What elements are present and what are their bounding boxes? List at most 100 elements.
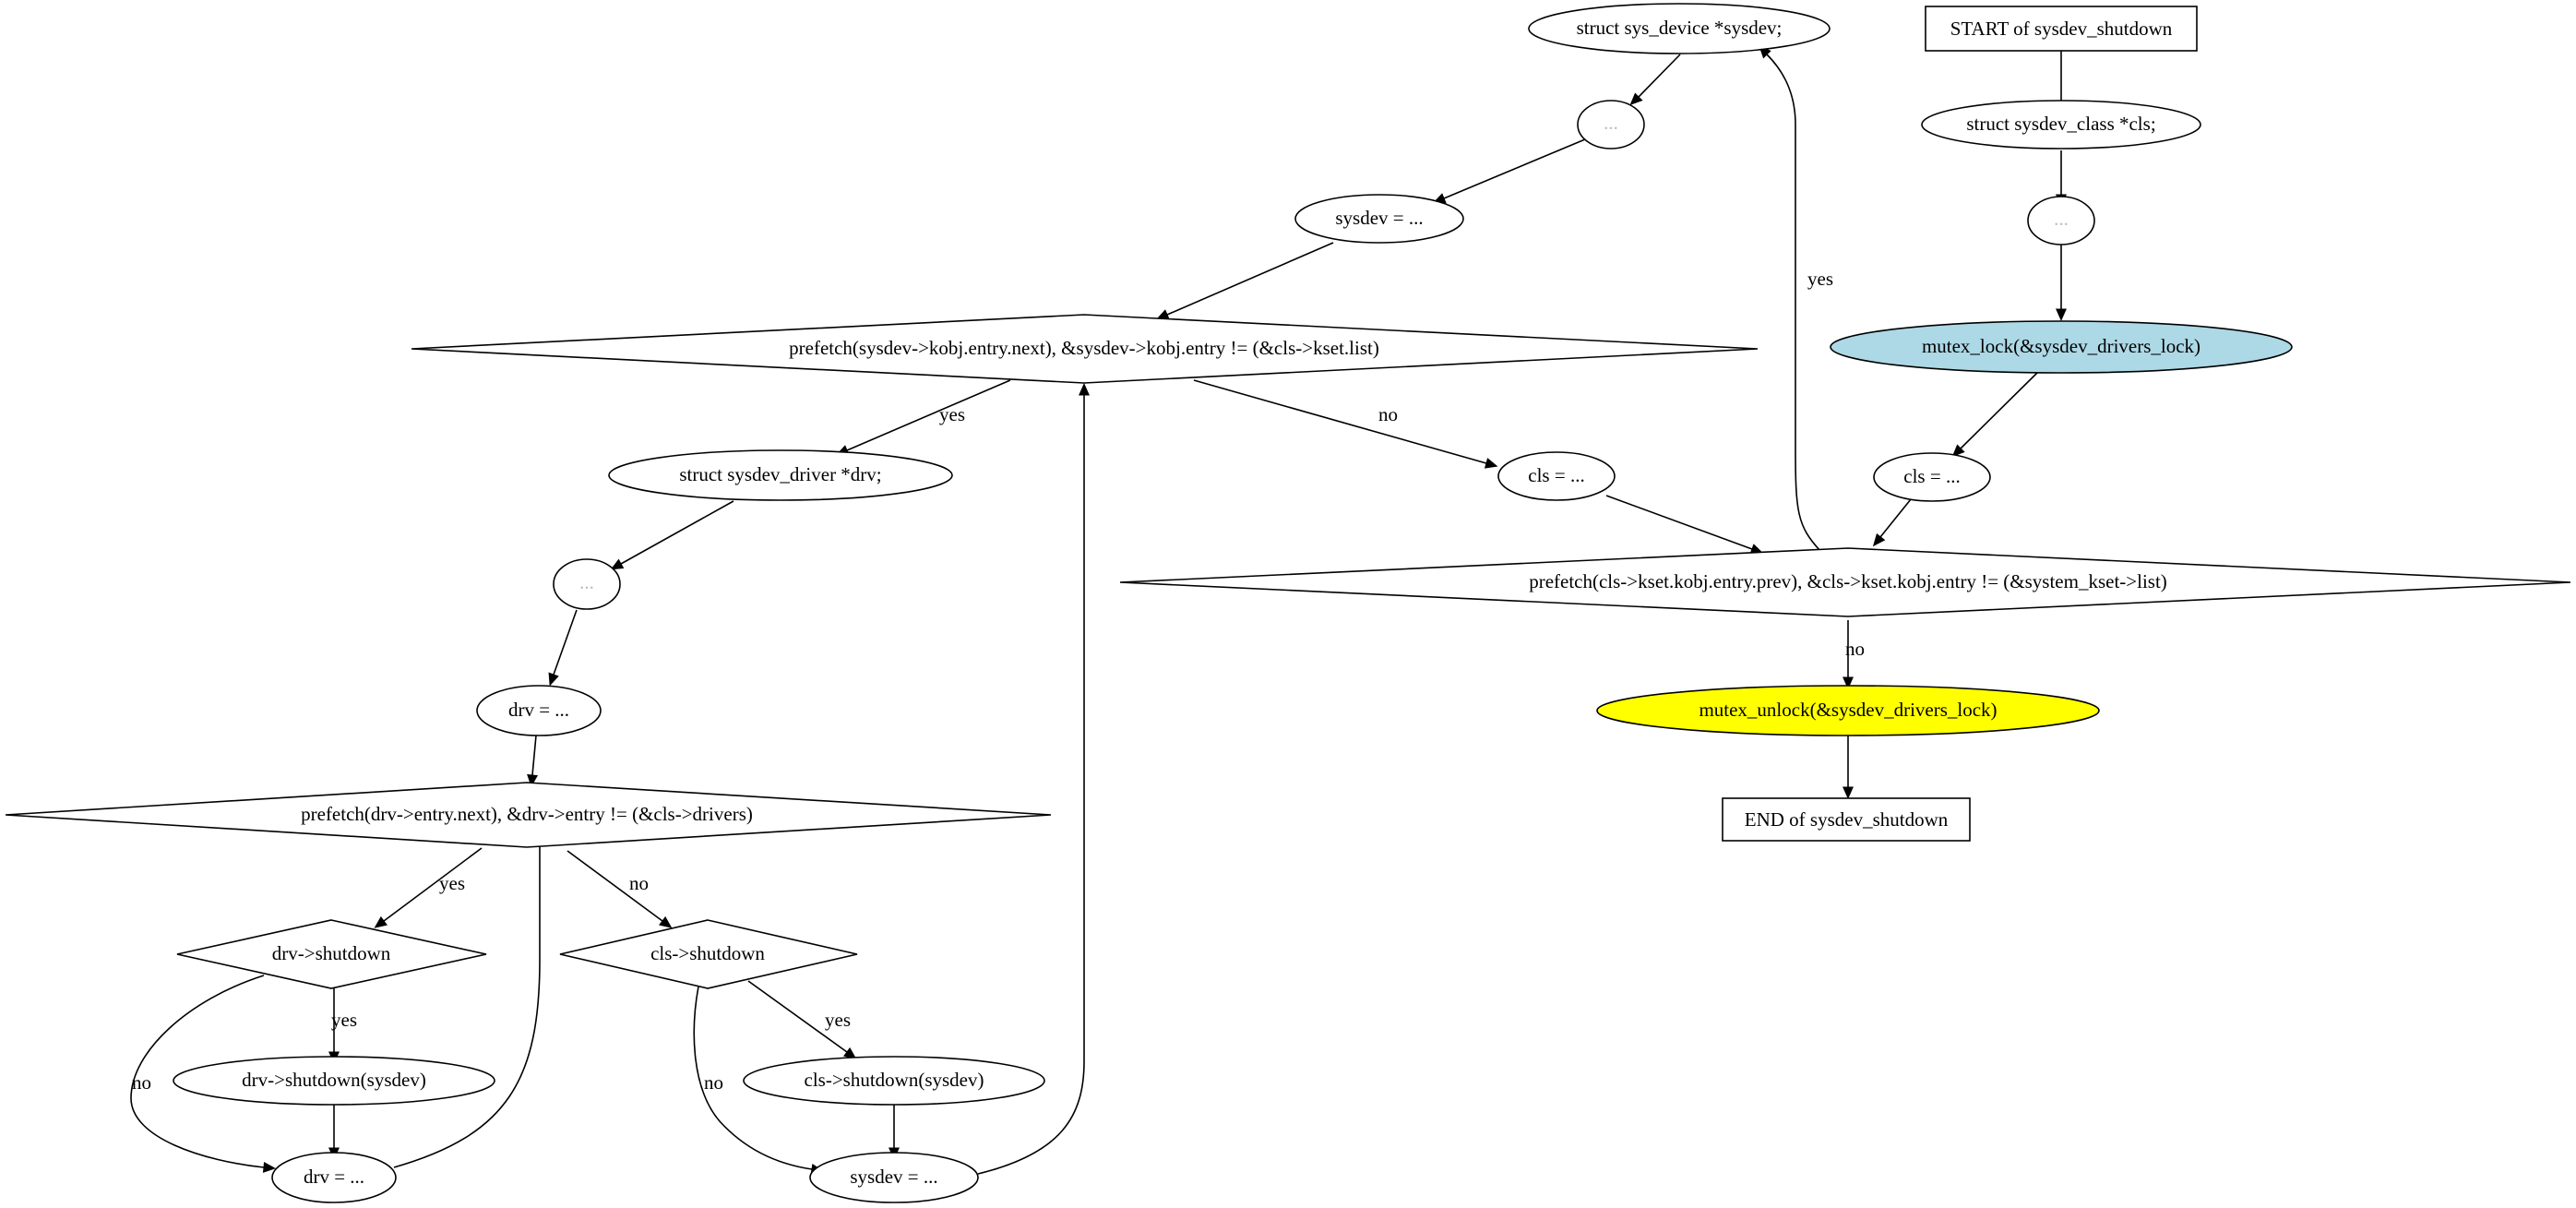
call-cls-shutdown-label: cls->shutdown(sysdev) bbox=[805, 1069, 984, 1091]
edge-decl-drv-to-dots bbox=[620, 500, 734, 565]
dots-1-ellipse bbox=[2027, 196, 2095, 245]
arrowhead bbox=[527, 773, 539, 788]
call-drv-shutdown-label: drv->shutdown(sysdev) bbox=[242, 1069, 426, 1091]
drv-assign-1-label: drv = ... bbox=[508, 699, 569, 721]
edge-mutex-lock-to-cls-assign bbox=[1960, 372, 2038, 449]
edge-loop-cls-yes bbox=[1766, 54, 1821, 552]
edge-cls-shutdown-yes bbox=[747, 980, 848, 1053]
cond-cls-shutdown-diamond bbox=[559, 919, 858, 989]
node-mutex-lock[interactable]: mutex_lock(&sysdev_drivers_lock) bbox=[1830, 320, 2293, 374]
decl-cls-label: struct sysdev_class *cls; bbox=[1966, 113, 2155, 135]
arrowhead bbox=[1843, 786, 1854, 800]
end-label: END of sysdev_shutdown bbox=[1745, 808, 1949, 831]
loop-cls-diamond bbox=[1119, 547, 2571, 617]
dots-2-label: ... bbox=[1604, 112, 1618, 134]
decl-sysdev-label: struct sys_device *sysdev; bbox=[1577, 17, 1783, 39]
cond-drv-shutdown-diamond bbox=[176, 919, 487, 989]
arrowhead bbox=[1951, 444, 1965, 458]
arrowhead bbox=[1079, 382, 1090, 396]
arrowhead bbox=[374, 915, 388, 928]
node-mutex-unlock[interactable]: mutex_unlock(&sysdev_drivers_lock) bbox=[1596, 685, 2100, 736]
mutex-lock-ellipse bbox=[1830, 320, 2293, 374]
drv-assign-2-label: drv = ... bbox=[304, 1166, 364, 1188]
arrowhead bbox=[1629, 92, 1643, 106]
cls-assign-1-ellipse bbox=[1873, 452, 1991, 502]
loop-drv-label: prefetch(drv->entry.next), &drv->entry !… bbox=[301, 803, 753, 825]
node-loop-sysdev[interactable]: prefetch(sysdev->kobj.entry.next), &sysd… bbox=[411, 314, 1759, 384]
drv-assign-1-ellipse bbox=[476, 685, 602, 736]
node-drv-assign-2[interactable]: drv = ... bbox=[271, 1152, 397, 1203]
edge-loop-drv-yes bbox=[383, 847, 483, 922]
decl-cls-ellipse bbox=[1921, 100, 2201, 150]
node-cls-assign-1[interactable]: cls = ... bbox=[1873, 452, 1991, 502]
mutex-lock-label: mutex_lock(&sysdev_drivers_lock) bbox=[1922, 335, 2200, 357]
cond-cls-shutdown-label: cls->shutdown bbox=[650, 942, 765, 964]
edge-label-loop-cls-no: no bbox=[1845, 638, 1865, 660]
node-decl-drv[interactable]: struct sysdev_driver *drv; bbox=[608, 449, 953, 501]
edge-label-loop-drv-yes: yes bbox=[439, 872, 465, 894]
node-sysdev-assign-2[interactable]: sysdev = ... bbox=[809, 1152, 979, 1203]
edge-label-drv-shutdown-yes: yes bbox=[331, 1009, 357, 1031]
edge-label-loop-sysdev-no: no bbox=[1378, 403, 1398, 425]
node-start[interactable]: START of sysdev_shutdown bbox=[1925, 6, 2198, 52]
edge-dots-to-sysdev-assign bbox=[1443, 138, 1586, 199]
edge-sysdev-assign-to-loop-sysdev bbox=[1166, 242, 1334, 316]
edge-dots-to-drv-assign bbox=[553, 609, 578, 676]
edge-drv-shutdown-no bbox=[130, 975, 265, 1168]
node-end[interactable]: END of sysdev_shutdown bbox=[1722, 797, 1971, 842]
node-cls-assign-2[interactable]: cls = ... bbox=[1497, 451, 1616, 501]
drv-assign-2-ellipse bbox=[271, 1152, 397, 1203]
edge-loop-sysdev-yes bbox=[846, 379, 1011, 451]
arrowhead bbox=[262, 1161, 277, 1173]
edge-decl-sysdev-to-dots bbox=[1638, 54, 1681, 98]
edge-cls-assign-to-loop-cls bbox=[1879, 498, 1912, 538]
node-drv-assign-1[interactable]: drv = ... bbox=[476, 685, 602, 736]
node-call-cls-shutdown[interactable]: cls->shutdown(sysdev) bbox=[743, 1056, 1045, 1106]
decl-sysdev-ellipse bbox=[1528, 3, 1831, 54]
node-cond-cls-shutdown[interactable]: cls->shutdown bbox=[559, 919, 858, 989]
edge-sysdev-assign-2-to-loop-sysdev bbox=[977, 395, 1085, 1175]
arrowhead bbox=[610, 558, 625, 570]
sysdev-assign-1-label: sysdev = ... bbox=[1335, 207, 1423, 229]
edge-drv-assign-2-to-loop-drv bbox=[393, 818, 541, 1168]
loop-cls-label: prefetch(cls->kset.kobj.entry.prev), &cl… bbox=[1529, 570, 2167, 592]
cls-assign-2-ellipse bbox=[1497, 451, 1616, 501]
edges: yes no yes no bbox=[130, 44, 2067, 1175]
edge-loop-drv-no bbox=[566, 850, 663, 922]
edge-drv-assign-to-loop-drv bbox=[531, 735, 537, 776]
node-dots-1[interactable]: ... bbox=[2027, 196, 2095, 245]
mutex-unlock-ellipse bbox=[1596, 685, 2100, 736]
node-loop-cls[interactable]: prefetch(cls->kset.kobj.entry.prev), &cl… bbox=[1119, 547, 2571, 617]
arrowhead bbox=[1843, 676, 1854, 690]
node-dots-3[interactable]: ... bbox=[553, 558, 621, 610]
cls-assign-1-label: cls = ... bbox=[1903, 465, 1960, 487]
node-decl-sysdev[interactable]: struct sys_device *sysdev; bbox=[1528, 3, 1831, 54]
end-box bbox=[1722, 797, 1971, 842]
edge-label-cls-shutdown-yes: yes bbox=[825, 1009, 851, 1031]
call-drv-shutdown-ellipse bbox=[173, 1056, 495, 1106]
arrowhead bbox=[659, 915, 673, 928]
edge-label-cls-shutdown-no: no bbox=[704, 1071, 723, 1094]
node-decl-cls[interactable]: struct sysdev_class *cls; bbox=[1921, 100, 2201, 150]
loop-sysdev-label: prefetch(sysdev->kobj.entry.next), &sysd… bbox=[789, 337, 1379, 359]
edge-loop-sysdev-no bbox=[1193, 379, 1487, 464]
loop-drv-diamond bbox=[5, 782, 1052, 848]
node-loop-drv[interactable]: prefetch(drv->entry.next), &drv->entry !… bbox=[5, 782, 1052, 848]
node-call-drv-shutdown[interactable]: drv->shutdown(sysdev) bbox=[173, 1056, 495, 1106]
node-dots-2[interactable]: ... bbox=[1577, 100, 1645, 150]
node-sysdev-assign-1[interactable]: sysdev = ... bbox=[1294, 194, 1464, 244]
sysdev-assign-1-ellipse bbox=[1294, 194, 1464, 244]
arrowhead bbox=[1484, 458, 1498, 469]
loop-sysdev-diamond bbox=[411, 314, 1759, 384]
edge-label-loop-sysdev-yes: yes bbox=[939, 403, 965, 425]
dots-3-ellipse bbox=[553, 558, 621, 610]
edge-label-loop-cls-yes: yes bbox=[1807, 268, 1833, 290]
dots-3-label: ... bbox=[579, 571, 594, 593]
call-cls-shutdown-ellipse bbox=[743, 1056, 1045, 1106]
node-cond-drv-shutdown[interactable]: drv->shutdown bbox=[176, 919, 487, 989]
edge-cls-assign-2-to-loop-cls bbox=[1605, 495, 1753, 550]
arrowhead bbox=[1872, 532, 1886, 547]
nodes: START of sysdev_shutdown struct sysdev_c… bbox=[5, 3, 2571, 1203]
sysdev-assign-2-label: sysdev = ... bbox=[850, 1166, 937, 1188]
